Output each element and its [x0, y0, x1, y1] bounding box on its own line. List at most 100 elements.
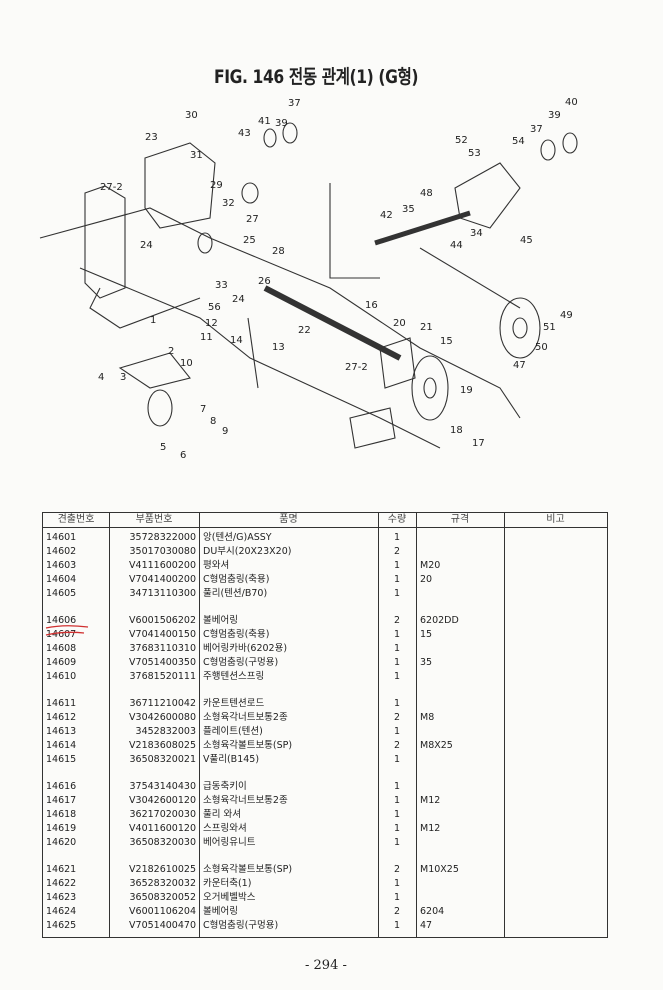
callout-label: 39: [548, 110, 561, 121]
part-no: 35728322000: [129, 532, 197, 543]
part-name: V풀리(B145): [203, 754, 260, 765]
auger-shaft: [374, 210, 471, 246]
part-no: 36508320021: [129, 754, 197, 765]
part-no: V2183608025: [129, 740, 196, 751]
quantity: 1: [393, 809, 401, 820]
item-no: 14614: [46, 740, 77, 751]
callout-label: 15: [440, 336, 453, 347]
quantity: 2: [393, 906, 401, 917]
quantity: 2: [393, 546, 401, 557]
callout-label: 8: [210, 416, 216, 427]
callout-label: 32: [222, 198, 235, 209]
leader-line: [329, 183, 380, 279]
spec: 35: [420, 657, 433, 668]
item-no: 14612: [46, 712, 77, 723]
callout-label: 56: [208, 302, 221, 313]
item-no: 14620: [46, 837, 77, 848]
pulley-hub: [512, 317, 528, 339]
bearing-housing: [454, 162, 521, 229]
item-no: 14619: [46, 823, 77, 834]
quantity: 1: [393, 588, 401, 599]
bearing-ring: [197, 232, 213, 254]
bearing-unit: [379, 337, 416, 389]
callout-label: 26: [258, 276, 271, 287]
quantity: 1: [393, 795, 401, 806]
part-name: 소형육각볼트보통(SP): [203, 740, 293, 751]
page-number: - 294 -: [305, 958, 347, 973]
callout-label: 40: [565, 97, 578, 108]
part-name: 베어링카바(6202용): [203, 643, 288, 654]
part-no: 37681520111: [129, 671, 197, 682]
callout-label: 13: [272, 342, 285, 353]
figure-title: FIG. 146 전동 관계(1) (G형): [214, 66, 419, 88]
item-no: 14623: [46, 892, 77, 903]
part-name: C형멈춤링(구멍용): [203, 657, 279, 668]
part-name: 앙(텐션/G)ASSY: [203, 532, 272, 543]
part-no: V7041400150: [129, 629, 196, 640]
part-name: 풀리(텐션/B70): [203, 588, 268, 599]
quantity: 2: [393, 712, 401, 723]
column-divider: [199, 513, 200, 937]
leader-line: [419, 247, 521, 309]
quantity: 1: [393, 878, 401, 889]
callout-label: 9: [222, 426, 228, 437]
callout-label: 17: [472, 438, 485, 449]
part-name: 풀리 와셔: [203, 809, 241, 820]
part-no: V7051400470: [129, 920, 196, 931]
callout-label: 6: [180, 450, 186, 461]
item-no: 14606: [46, 615, 77, 626]
callout-label: 45: [520, 235, 533, 246]
callout-label: 25: [243, 235, 256, 246]
part-no: V7051400350: [129, 657, 196, 668]
callout-label: 19: [460, 385, 473, 396]
bearing-ring: [263, 128, 277, 148]
callout-label: 29: [210, 180, 223, 191]
callout-label: 27-2: [100, 182, 123, 193]
item-no: 14616: [46, 781, 77, 792]
header-remarks: 비고: [546, 514, 565, 525]
part-name: 급동축키이: [203, 781, 247, 792]
part-name: 평와셔: [203, 560, 230, 571]
part-name: C형멈춤링(구멍용): [203, 920, 279, 931]
callout-label: 51: [543, 322, 556, 333]
callout-label: 35: [402, 204, 415, 215]
quantity: 2: [393, 740, 401, 751]
part-no: 34713110300: [129, 588, 197, 599]
callout-label: 43: [238, 128, 251, 139]
item-no: 14603: [46, 560, 77, 571]
part-no: V3042600120: [129, 795, 196, 806]
part-name: DU부시(20X23X20): [203, 546, 292, 557]
callout-label: 41: [258, 116, 271, 127]
tension-arm: [118, 352, 191, 389]
part-name: 플레이트(텐션): [203, 726, 263, 737]
quantity: 1: [393, 781, 401, 792]
item-no: 14613: [46, 726, 77, 737]
spec: 6202DD: [420, 615, 459, 626]
callout-label: 54: [512, 136, 525, 147]
part-name: 스프링와셔: [203, 823, 247, 834]
callout-label: 27: [246, 214, 259, 225]
counter-bracket: [349, 407, 396, 449]
spec: M20: [420, 560, 441, 571]
quantity: 1: [393, 643, 401, 654]
quantity: 1: [393, 837, 401, 848]
item-no: 14618: [46, 809, 77, 820]
quantity: 1: [393, 657, 401, 668]
quantity: 1: [393, 892, 401, 903]
item-no: 14610: [46, 671, 77, 682]
quantity: 1: [393, 823, 401, 834]
